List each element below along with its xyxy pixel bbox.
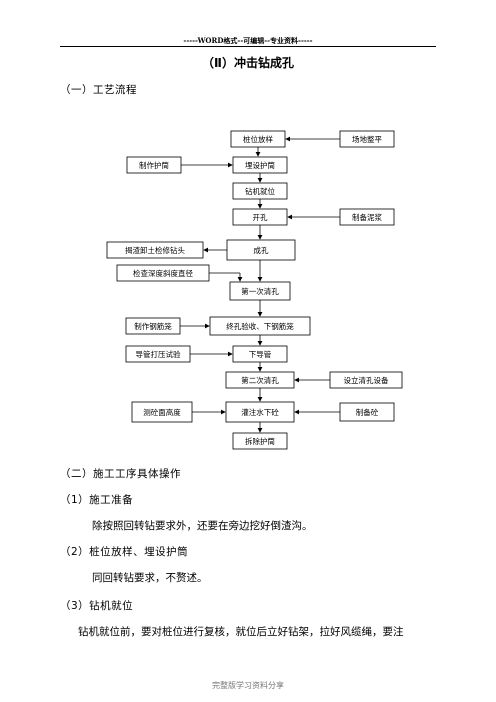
page-header: -----WORD格式--可编辑--专业资料-----	[183, 36, 313, 45]
page-title: （Ⅱ）冲击钻成孔	[202, 56, 294, 70]
label-rig-position: 钻机就位	[245, 186, 275, 196]
label-make-cage: 制作钢筋笼	[134, 321, 172, 331]
label-clean-equip: 设立清孔设备	[344, 375, 389, 385]
label-second-clean: 第二次清孔	[241, 375, 279, 385]
label-site-level: 场地整平	[352, 134, 382, 144]
box-slag-repair	[106, 241, 204, 259]
section-heading-process: （一）工艺流程	[60, 84, 137, 96]
label-slag-repair: 揭渣卸土检修钻头	[125, 245, 185, 255]
label-lower-pipe: 下导管	[249, 349, 272, 359]
header-rule	[60, 46, 436, 47]
label-form-hole: 成孔	[254, 245, 269, 255]
label-prep-mud: 制备泥浆	[352, 212, 382, 222]
label-make-casing: 制作护筒	[139, 160, 169, 170]
process-flowchart: 桩位放样 埋设护筒 钻机就位 开孔 成孔 第一次清孔 终孔验收、下钢筋笼 下导管…	[106, 130, 403, 450]
step-text-prep: 除按照回转钻要求外，还要在旁边挖好倒渣沟。	[92, 520, 313, 532]
step-heading-stake: （2）桩位放样、埋设护筒	[60, 546, 189, 558]
label-bury-casing: 埋设护筒	[245, 160, 275, 170]
box-remove-casing	[232, 432, 288, 450]
label-final-check: 终孔验收、下钢筋笼	[226, 321, 294, 331]
label-pour-concrete: 灌注水下砼	[241, 407, 279, 417]
label-first-clean: 第一次清孔	[241, 286, 279, 296]
label-pipe-test: 导管打压试验	[136, 349, 181, 359]
step-text-rig: 钻机就位前，要对桩位进行复核，就位后立好钻架，拉好风缆绳，要注	[78, 626, 404, 638]
label-check-depth: 检查深度斜度直径	[133, 268, 193, 278]
label-prep-concrete: 制备砼	[356, 407, 379, 417]
label-measure-level: 测砼面高度	[143, 407, 181, 417]
section-heading-operations: （二）施工工序具体操作	[60, 468, 181, 480]
page-footer: 完整版学习资料分享	[212, 681, 284, 690]
label-remove-casing: 拆除护筒	[245, 436, 275, 446]
label-start-hole: 开孔	[253, 213, 268, 222]
step-heading-prep: （1）施工准备	[60, 494, 134, 506]
step-text-stake: 同回转钻要求，不赘述。	[92, 572, 208, 584]
label-stake-layout: 桩位放样	[243, 134, 273, 144]
step-heading-rig: （3）钻机就位	[60, 600, 134, 612]
